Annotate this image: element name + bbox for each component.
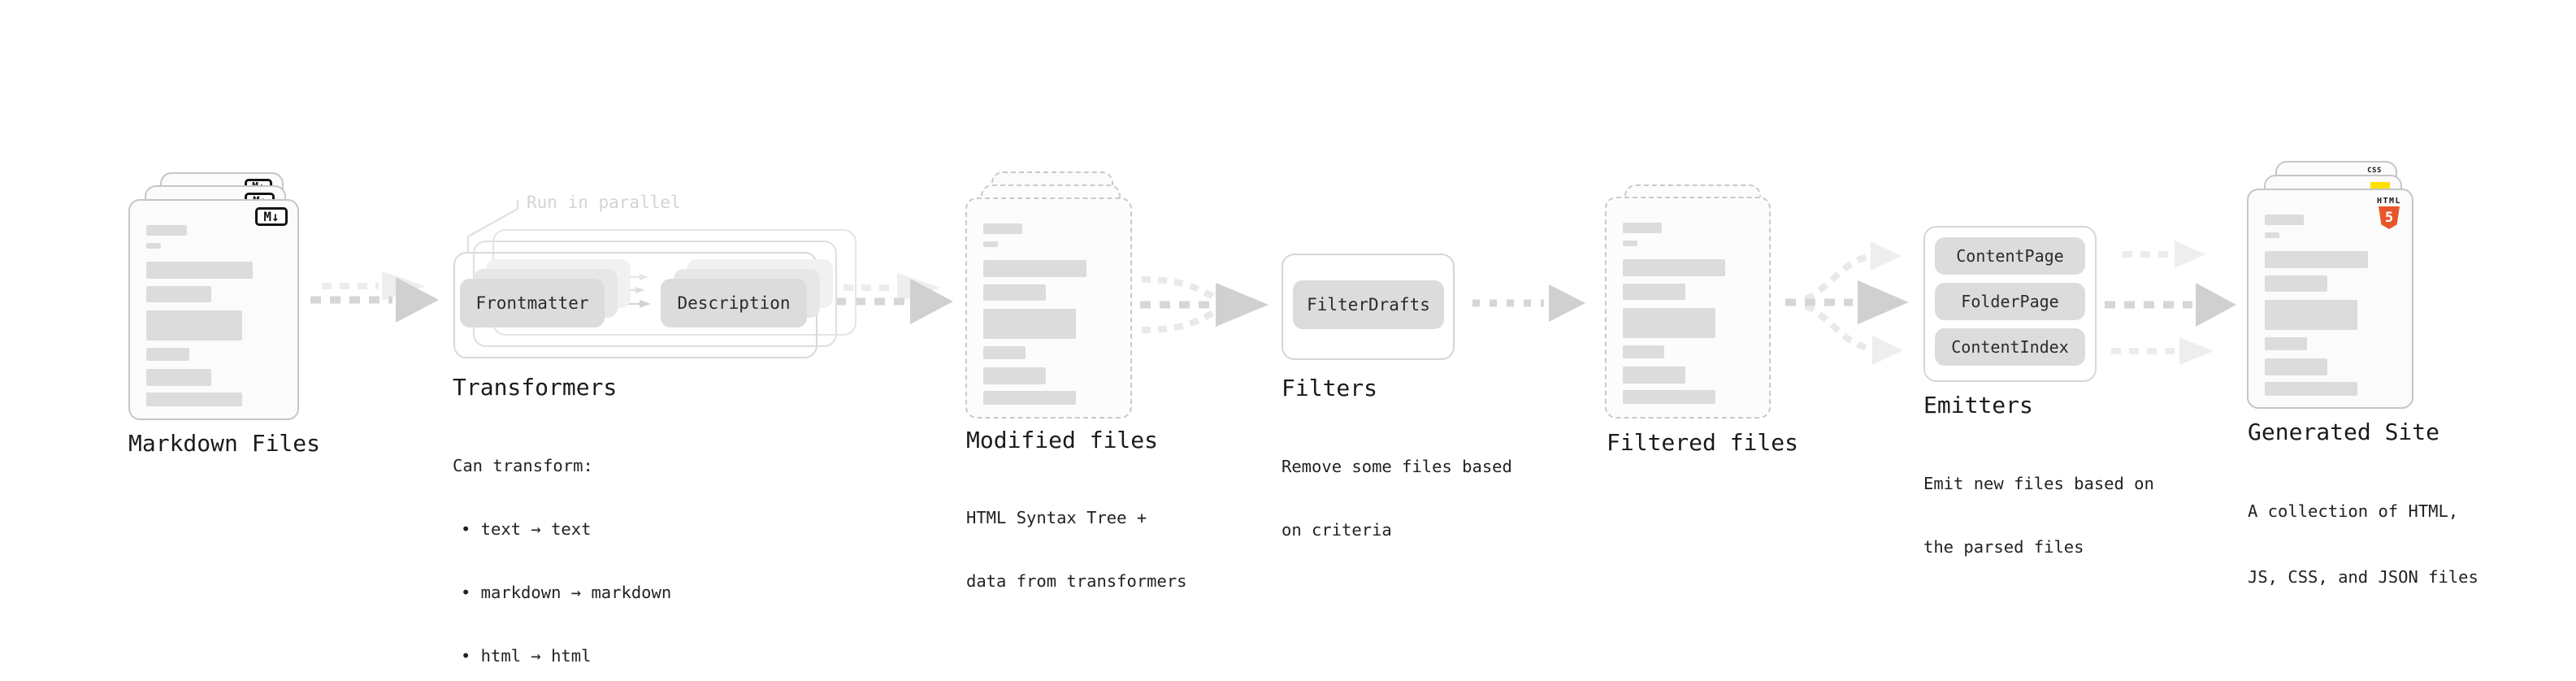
description-line: data from transformers	[966, 571, 1187, 591]
arrowhead-emitters-to-site-bottom	[2179, 337, 2214, 365]
description-line: Remove some files based	[1281, 457, 1512, 476]
stage-title: Filtered files	[1607, 429, 1799, 456]
skeleton-bar	[1623, 223, 1662, 233]
description-line: on criteria	[1281, 520, 1392, 540]
skeleton-bar	[2265, 215, 2305, 225]
stage-description: A collection of HTML, JS, CSS, and JSON …	[2248, 457, 2478, 632]
stage-description: HTML Syntax Tree + data from transformer…	[966, 465, 1187, 634]
arrowhead-filtered-to-emitters-upper	[1871, 241, 1902, 271]
stage-title: Filters	[1281, 375, 1378, 401]
run-in-parallel-leader-line	[466, 200, 519, 252]
skeleton-bar	[983, 284, 1047, 301]
skeleton-bar	[983, 241, 998, 247]
skeleton-bar	[2265, 358, 2328, 375]
skeleton-bar	[1623, 367, 1685, 384]
arrowhead-emitters-to-site-middle	[2196, 283, 2236, 327]
stage-title: Transformers	[453, 374, 618, 401]
skeleton-bar	[1623, 390, 1715, 404]
skeleton-bar	[983, 346, 1026, 359]
run-in-parallel-annotation: Run in parallel	[527, 193, 681, 212]
file-page-front	[1605, 197, 1771, 419]
stage-description: Emit new files based on the parsed files	[1923, 431, 2154, 600]
chip-folderpage: FolderPage	[1935, 283, 2085, 320]
description-line: • text → text	[461, 519, 592, 539]
chip-description: Description	[661, 279, 807, 327]
html5-icon: HTML 5	[2375, 197, 2403, 229]
skeleton-text	[983, 223, 1114, 405]
description-line: the parsed files	[1923, 537, 2084, 557]
skeleton-bar	[983, 309, 1077, 339]
stage-title: Emitters	[1923, 392, 2033, 419]
skeleton-bar	[983, 367, 1047, 384]
skeleton-bar	[146, 286, 211, 302]
chip-contentpage: ContentPage	[1935, 237, 2085, 275]
file-page-front: HTML 5	[2247, 189, 2413, 409]
skeleton-bar	[2265, 337, 2307, 350]
description-line: HTML Syntax Tree +	[966, 508, 1147, 527]
skeleton-bar	[2265, 232, 2279, 238]
skeleton-bar	[2265, 275, 2328, 292]
stage-title: Generated Site	[2248, 419, 2440, 445]
skeleton-text	[1623, 223, 1753, 404]
chip-filterdrafts: FilterDrafts	[1293, 280, 1444, 329]
arrow-modified-to-filters-lower-branch	[1141, 307, 1219, 333]
stage-title: Modified files	[966, 427, 1159, 453]
skeleton-bar	[146, 369, 211, 386]
skeleton-bar	[146, 262, 254, 279]
description-line: A collection of HTML,	[2248, 501, 2459, 521]
skeleton-bar	[146, 243, 162, 249]
chip-arrowhead-middle	[635, 287, 645, 293]
js-icon	[2370, 182, 2390, 191]
description-line: Emit new files based on	[1923, 474, 2154, 493]
arrow-filtered-to-emitters-upper-branch	[1804, 254, 1869, 302]
arrowhead-markdown-to-transformers	[396, 277, 439, 323]
description-line: JS, CSS, and JSON files	[2248, 567, 2478, 587]
stage-title: Markdown Files	[128, 430, 321, 457]
arrowhead-modified-to-filters	[1216, 283, 1268, 327]
skeleton-bar	[146, 225, 187, 236]
description-line: • html → html	[461, 646, 592, 666]
skeleton-bar	[146, 348, 190, 361]
arrowhead-filtered-to-emitters-lower	[1872, 336, 1903, 365]
arrowhead-emitters-to-site-top	[2175, 241, 2205, 268]
skeleton-bar	[1623, 284, 1685, 300]
skeleton-bar	[146, 310, 242, 340]
file-page-front: M↓	[128, 199, 299, 420]
arrowhead-transformers-to-modified	[910, 279, 953, 324]
skeleton-bar	[2265, 251, 2369, 268]
arrow-filtered-to-emitters-lower-branch	[1804, 302, 1869, 351]
skeleton-text	[146, 225, 281, 406]
skeleton-bar	[146, 393, 242, 406]
stage-description: Can transform: • text → text • markdown …	[453, 413, 671, 681]
file-page-front	[965, 197, 1132, 419]
description-line: • markdown → markdown	[461, 583, 672, 602]
chip-arrowhead-top	[640, 274, 648, 280]
skeleton-bar	[983, 391, 1077, 405]
skeleton-bar	[983, 260, 1087, 277]
arrowhead-filters-to-filtered	[1549, 284, 1585, 322]
stage-description: Remove some files based on criteria	[1281, 414, 1512, 583]
skeleton-text	[2265, 215, 2396, 396]
skeleton-bar	[1623, 308, 1715, 338]
arrowhead-filtered-to-emitters	[1858, 280, 1909, 324]
chip-contentindex: ContentIndex	[1935, 328, 2085, 366]
skeleton-bar	[1623, 345, 1665, 358]
description-line: Can transform:	[453, 456, 593, 475]
arrow-modified-to-filters-upper-branch	[1141, 276, 1219, 302]
skeleton-bar	[983, 223, 1023, 234]
markdown-icon: M↓	[255, 207, 288, 226]
skeleton-bar	[2265, 382, 2358, 396]
skeleton-bar	[1623, 241, 1637, 246]
skeleton-bar	[1623, 259, 1726, 276]
skeleton-bar	[2265, 300, 2358, 330]
chip-frontmatter: Frontmatter	[460, 279, 605, 327]
chip-arrowhead-bottom	[640, 300, 651, 308]
